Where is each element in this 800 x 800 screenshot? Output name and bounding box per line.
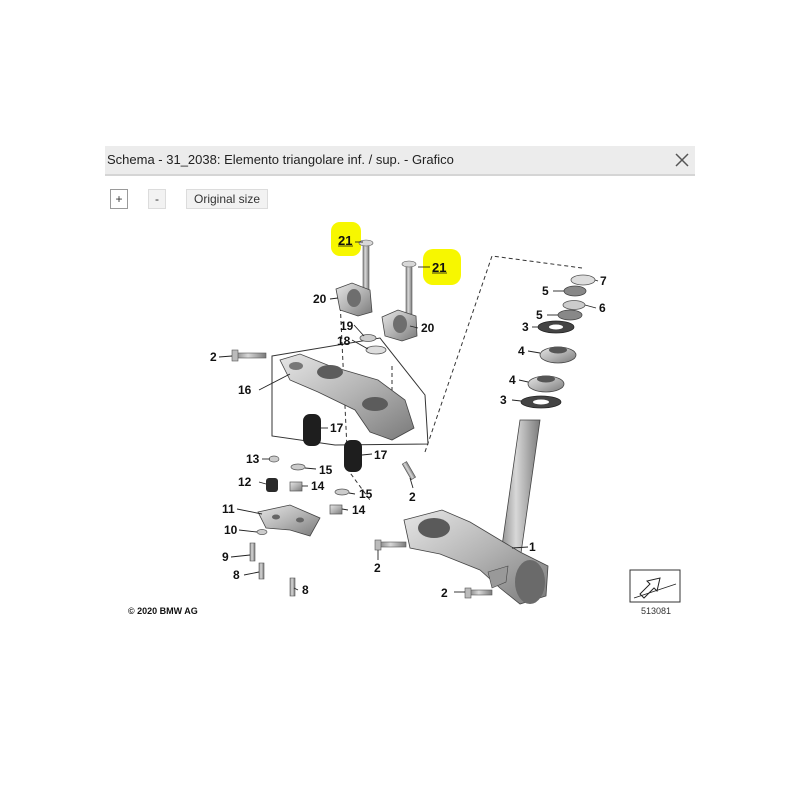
damper-17-left [303,414,321,446]
label-2-upper-left[interactable]: 2 [210,350,217,364]
label-5-top[interactable]: 5 [542,284,549,298]
washer-6 [562,300,586,310]
bracket-11 [257,504,321,537]
nut-14-left [289,481,303,492]
label-8-right[interactable]: 8 [302,583,309,597]
label-2-stem-left[interactable]: 2 [374,561,381,575]
ring-7 [570,274,596,286]
washer-19 [359,334,377,342]
label-17-right[interactable]: 17 [374,448,388,462]
bolt-21-right [401,260,417,315]
copyright-text: © 2020 BMW AG [128,606,198,616]
reference-number: 513081 [641,606,671,616]
washer-18 [365,345,387,355]
screw-8-right [289,577,296,597]
highlight-21-b [423,249,461,285]
label-3-bottom[interactable]: 3 [500,393,507,407]
label-20-left[interactable]: 20 [313,292,327,306]
dialog-titlebar: Schema - 31_2038: Elemento triangolare i… [105,146,695,176]
label-2-stem-bottom[interactable]: 2 [441,586,448,600]
part-16-outline [271,337,429,446]
label-9[interactable]: 9 [222,550,229,564]
bolt-21-left [358,239,374,292]
label-1[interactable]: 1 [529,540,536,554]
highlight-21-a [331,222,361,256]
bolt-2-upper-left [231,349,267,362]
washer-15-left [290,463,306,471]
washer-13 [268,455,280,463]
label-14-left[interactable]: 14 [311,479,325,493]
label-15-right[interactable]: 15 [359,487,373,501]
label-12[interactable]: 12 [238,475,252,489]
close-button[interactable] [671,149,693,171]
screw-9 [249,542,256,562]
label-21-left[interactable]: 21 [338,233,352,248]
label-3-top[interactable]: 3 [522,320,529,334]
nut-5-top [563,285,587,297]
washer-10 [256,529,268,535]
upper-triple-clamp [279,353,415,441]
sleeve-12 [266,478,278,492]
damper-17-right [344,440,362,472]
close-icon [675,153,689,167]
label-17-left[interactable]: 17 [330,421,344,435]
zoom-in-button[interactable]: + [110,189,128,209]
nut-5-bottom [557,309,583,321]
washer-15-right [334,488,350,496]
orientation-arrow-icon [629,569,681,603]
bearing-4-bottom [527,375,565,393]
label-14-right[interactable]: 14 [352,503,366,517]
bolt-2-stem-left [374,539,407,551]
label-4-bottom[interactable]: 4 [509,373,516,387]
bearing-4-top [539,346,577,364]
label-2-clamp-right[interactable]: 2 [409,490,416,504]
label-8-left[interactable]: 8 [233,568,240,582]
original-size-button[interactable]: Original size [186,189,268,209]
label-11[interactable]: 11 [222,502,235,516]
label-21-right[interactable]: 21 [432,260,446,275]
label-5-bottom[interactable]: 5 [536,308,543,322]
screw-8-left [258,562,265,580]
label-19[interactable]: 19 [340,319,354,333]
leader-lines [218,279,599,593]
label-15-left[interactable]: 15 [319,463,333,477]
label-16[interactable]: 16 [238,383,252,397]
label-18[interactable]: 18 [337,334,351,348]
label-4-top[interactable]: 4 [518,344,525,358]
label-6[interactable]: 6 [599,301,606,315]
label-20-right[interactable]: 20 [421,321,435,335]
bolt-2-stem-bottom [464,587,493,599]
zoom-out-button[interactable]: - [148,189,166,209]
dialog-title: Schema - 31_2038: Elemento triangolare i… [107,152,454,167]
steering-stem [403,419,549,605]
label-13[interactable]: 13 [246,452,260,466]
bolt-2-clamp-right [401,461,417,481]
label-7[interactable]: 7 [600,274,607,288]
label-10[interactable]: 10 [224,523,238,537]
nut-14-right [329,504,343,515]
